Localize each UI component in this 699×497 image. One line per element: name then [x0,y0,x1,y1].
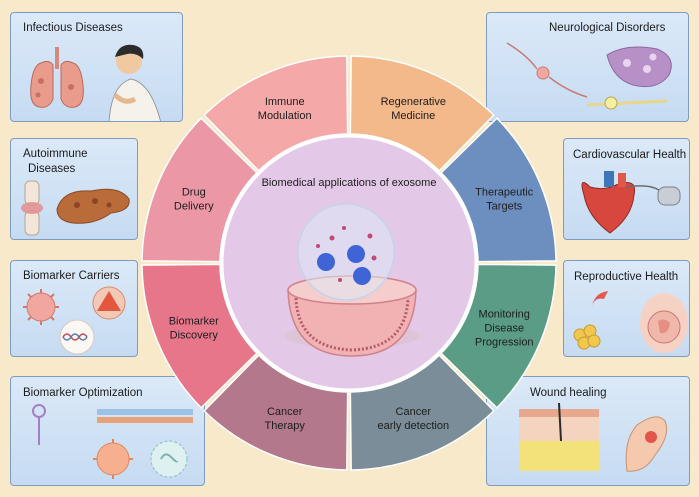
virus-and-dna-icon [23,286,126,355]
panel-reproductive-health: Reproductive Health [563,260,690,357]
segment-immune-modulation [203,55,349,172]
skin-and-foot-icon [519,402,668,472]
segment-biomarker-discovery [141,263,258,409]
segment-label-regenerative-medicine: Medicine [391,110,435,122]
ovary-and-fetus-icon [573,291,688,353]
segment-drug-delivery [141,117,258,263]
segment-label-monitoring-disease-progression: Monitoring [479,308,530,320]
panel-autoimmune-diseases: Autoimmune Diseases [10,138,138,240]
panel-wound-healing: Wound healing [486,376,690,486]
segment-label-regenerative-medicine: Regenerative [381,96,446,108]
segment-label-therapeutic-targets: Targets [486,201,523,213]
panel-title: Biomarker Optimization [23,387,143,399]
panel-title-line1: Autoimmune [23,148,88,160]
segment-cancer-early-detection [349,354,495,471]
segment-label-biomarker-discovery: Discovery [170,329,219,341]
segment-therapeutic-targets [440,117,557,263]
segment-label-biomarker-discovery: Biomarker [169,315,219,327]
segment-monitoring-disease-progression [440,263,557,409]
joint-and-pancreas-icon [21,180,130,236]
segment-label-drug-delivery: Delivery [174,201,214,213]
panel-title: Infectious Diseases [23,22,123,34]
segment-label-therapeutic-targets: Therapeutic [475,187,534,199]
segment-label-cancer-therapy: Therapy [265,420,306,432]
exosome-vesicle-icon [284,203,420,357]
segment-label-drug-delivery: Drug [182,187,206,199]
panel-title: Cardiovascular Health [573,149,687,161]
segment-label-immune-modulation: Immune [265,96,305,108]
heart-with-pacemaker-icon [581,171,681,234]
segment-label-monitoring-disease-progression: Progression [475,336,534,348]
panel-title-line2: Diseases [28,163,76,175]
panel-title: Neurological Disorders [549,22,666,34]
rna-and-virus-icon [32,404,193,479]
panel-title: Biomarker Carriers [23,270,120,282]
panel-title: Reproductive Health [574,271,679,283]
segment-label-monitoring-disease-progression: Disease [484,322,524,334]
segment-cancer-therapy [203,354,349,471]
segment-label-immune-modulation: Modulation [258,110,312,122]
panel-biomarker-optimization: Biomarker Optimization [10,376,205,486]
panel-title: Wound healing [530,387,607,399]
center-title: Biomedical applications of exosome [262,177,437,189]
panel-infectious-diseases: Infectious Diseases [10,12,183,122]
panel-neurological-disorders: Neurological Disorders [486,12,689,122]
segment-label-cancer-early-detection: Cancer [396,406,432,418]
panel-biomarker-carriers: Biomarker Carriers [10,260,138,357]
segment-regenerative-medicine [349,55,495,172]
segment-label-cancer-therapy: Cancer [267,406,303,418]
neuron-cells-icon [506,42,672,110]
lungs-and-patient-icon [30,44,161,121]
panel-cardiovascular-health: Cardiovascular Health [563,138,690,240]
segment-label-cancer-early-detection: early detection [378,420,450,432]
